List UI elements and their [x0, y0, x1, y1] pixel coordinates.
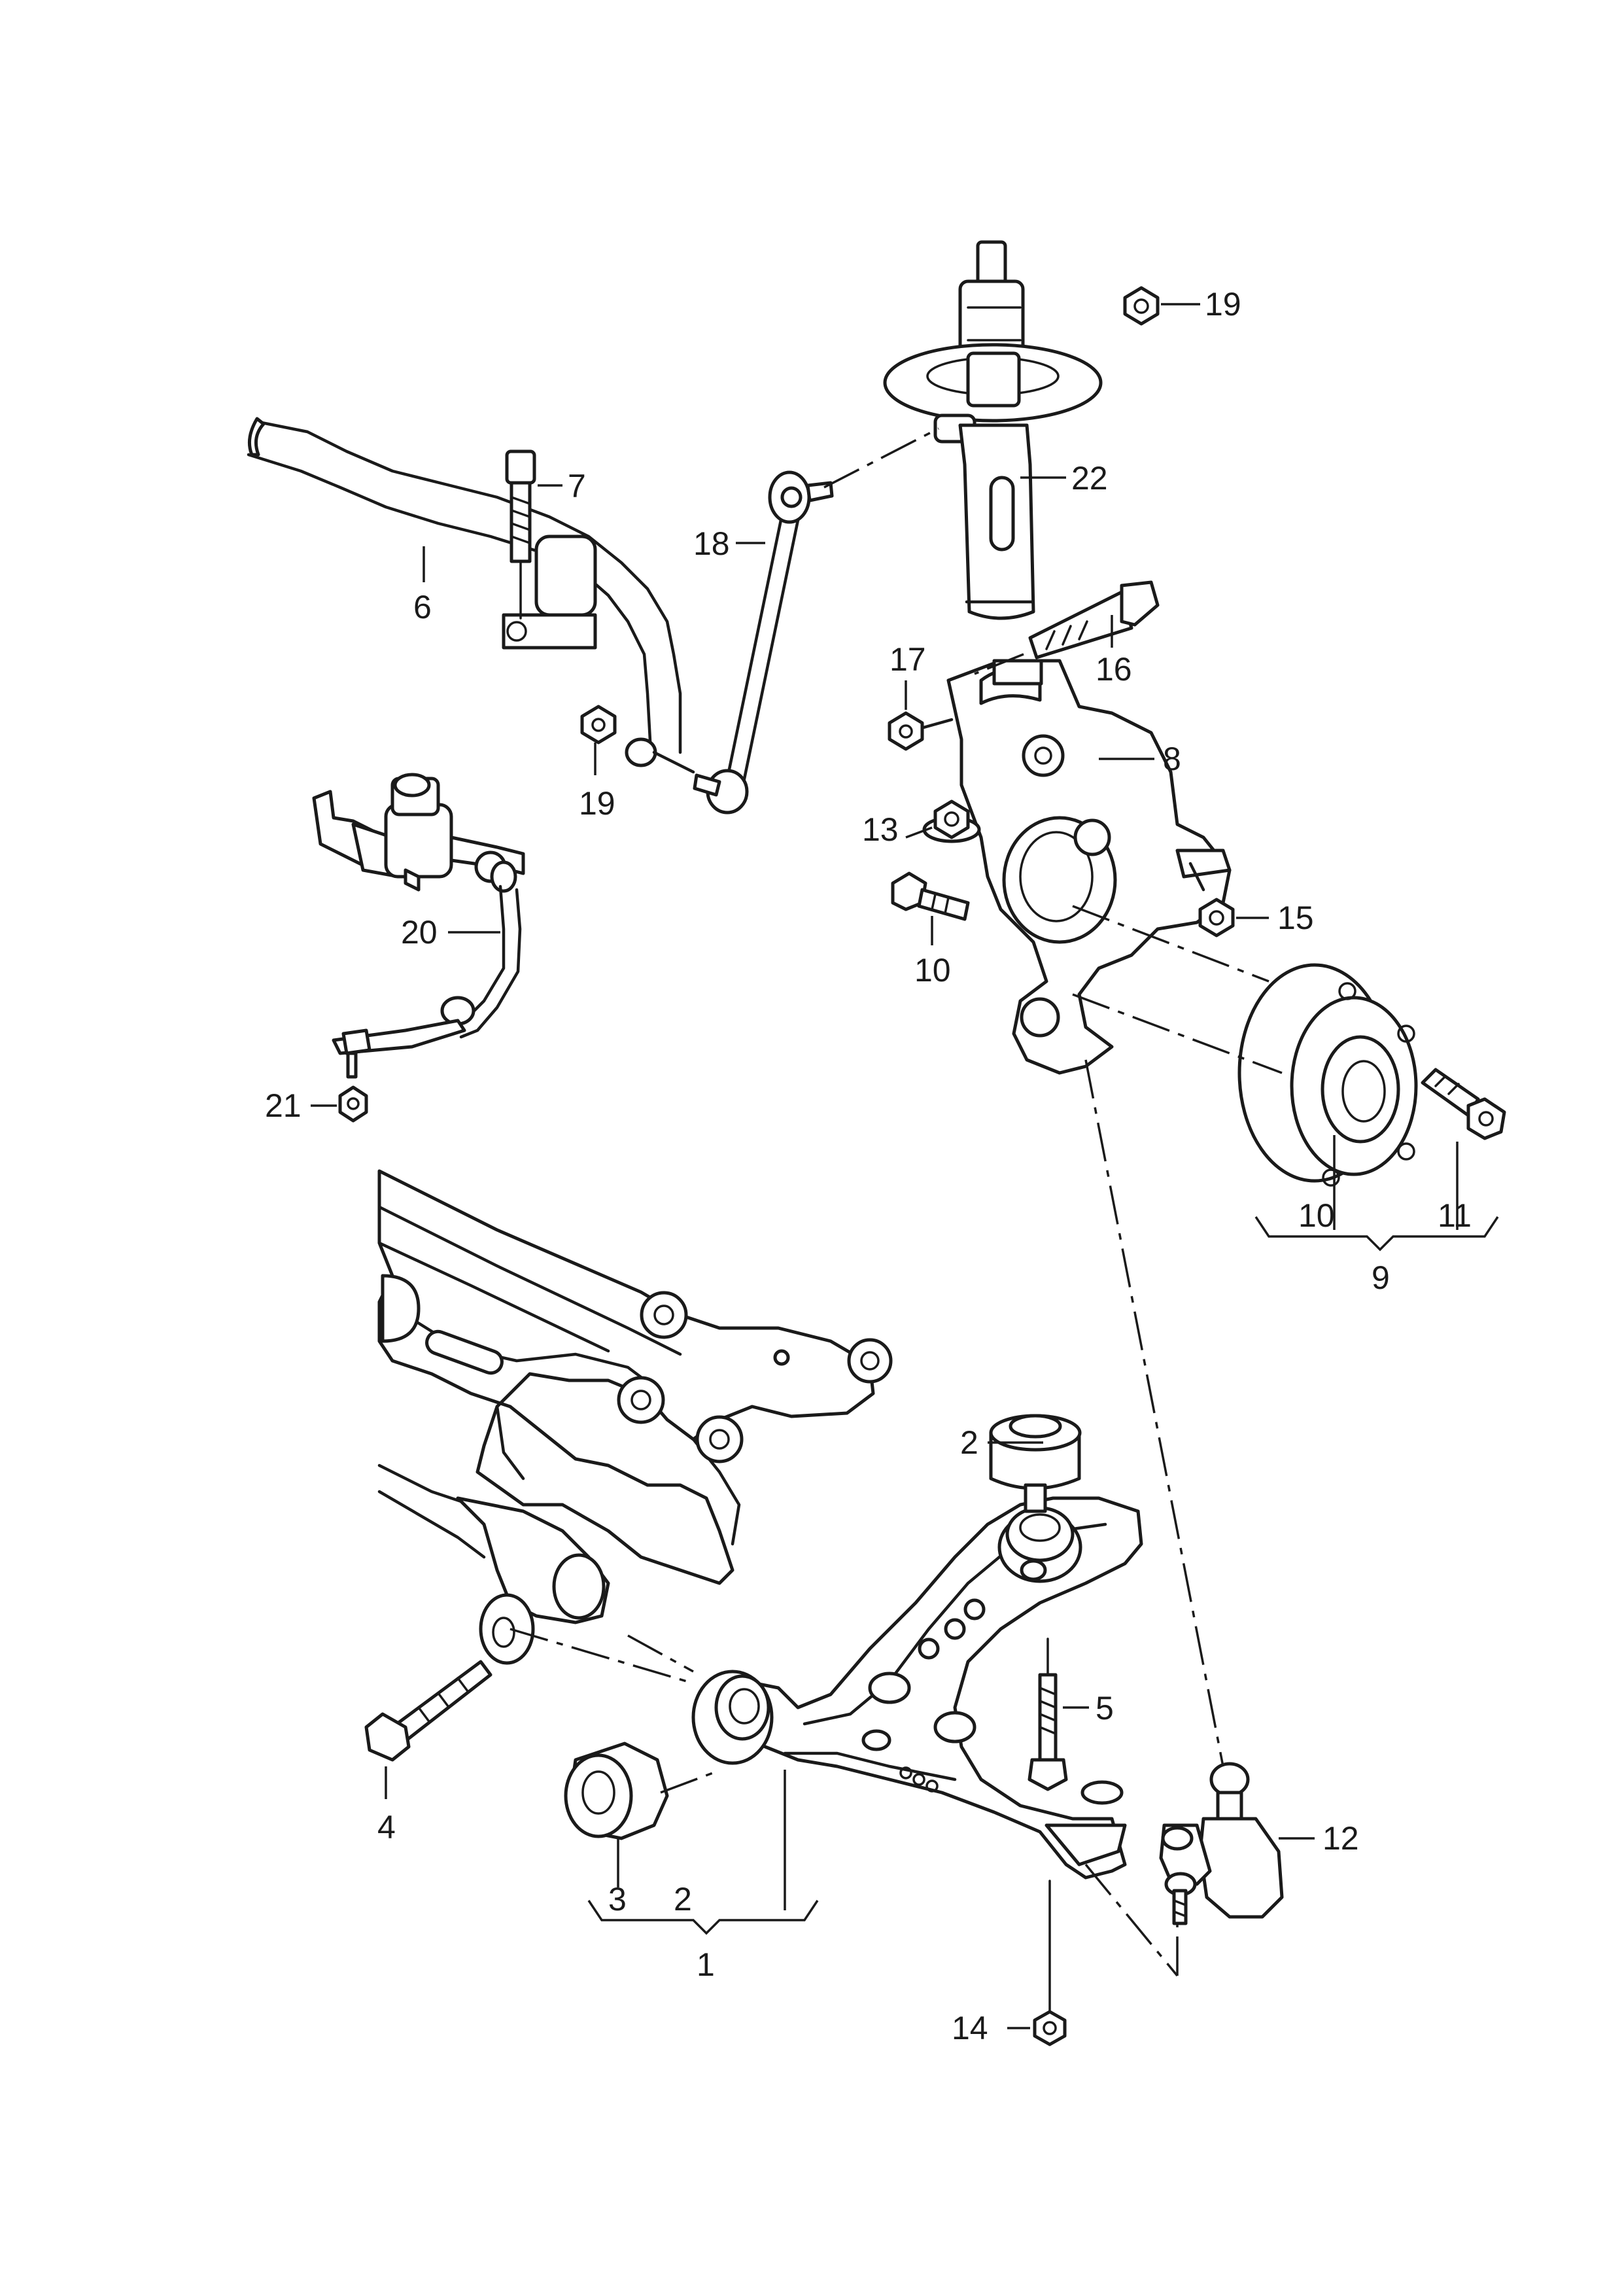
part-labels: 19 7 22 18 6 17 16 8 19 13 15 20 10 21 1…: [265, 286, 1472, 2046]
nut-21-drawing: [338, 1085, 368, 1123]
label-2-top: 2: [960, 1424, 978, 1461]
label-9: 9: [1372, 1259, 1390, 1296]
wishbone-1-drawing: [691, 1496, 1143, 1880]
bolt-10-left-drawing: [891, 871, 970, 921]
label-17: 17: [890, 641, 926, 678]
level-sensor-20-drawing: [312, 773, 525, 1079]
bolt-16-drawing: [1028, 580, 1160, 659]
wheel-hub-10-drawing: [1237, 963, 1418, 1187]
label-16: 16: [1096, 651, 1132, 688]
label-5: 5: [1096, 1690, 1114, 1726]
nut-19-lower-drawing: [580, 705, 695, 774]
label-10-hub: 10: [1298, 1197, 1335, 1234]
label-7: 7: [568, 468, 586, 504]
label-19-lower: 19: [579, 785, 615, 822]
brace-1: [587, 1900, 819, 1935]
label-12: 12: [1322, 1820, 1359, 1857]
nut-13-drawing: [922, 799, 981, 843]
bushing-3-drawing: [564, 1742, 669, 1840]
bolt-11-drawing: [1421, 1068, 1506, 1140]
ball-joint-12-drawing: [1159, 1762, 1284, 1925]
label-3: 3: [608, 1881, 627, 1918]
bolt-5-drawing: [1028, 1638, 1068, 1791]
bushing-2-top-drawing: [989, 1414, 1082, 1513]
wheel-bearing-housing-8-drawing: [946, 659, 1232, 1075]
leader-lines: [311, 303, 1459, 2029]
label-4: 4: [377, 1809, 396, 1846]
nut-19-upper-drawing: [1123, 286, 1160, 326]
label-14: 14: [952, 2010, 988, 2046]
strut-22-drawing: [883, 240, 1103, 620]
label-15: 15: [1277, 900, 1314, 936]
bolt-7-drawing: [505, 449, 536, 620]
label-13: 13: [862, 811, 899, 848]
label-22: 22: [1071, 460, 1108, 497]
label-8: 8: [1163, 741, 1181, 777]
braces: [587, 1216, 1499, 1935]
bolt-4-drawing: [364, 1660, 492, 1762]
nut-15-drawing: [1198, 898, 1235, 937]
label-18: 18: [693, 525, 730, 562]
nut-14-drawing: [1033, 1880, 1067, 2046]
label-11: 11: [1438, 1197, 1472, 1234]
label-10-left: 10: [914, 952, 951, 989]
label-20: 20: [401, 914, 438, 951]
coupling-rod-18-drawing: [693, 470, 834, 815]
label-2-bottom: 2: [674, 1881, 692, 1918]
label-6: 6: [413, 589, 432, 625]
label-19-upper: 19: [1205, 286, 1241, 323]
subframe-drawing: [377, 1169, 893, 1665]
label-21: 21: [265, 1087, 302, 1124]
nut-17-drawing: [888, 711, 954, 751]
label-1: 1: [697, 1946, 715, 1983]
assembly-lines: [510, 427, 1283, 1977]
stabilizer-bar-drawing: [247, 417, 682, 754]
brace-9: [1254, 1216, 1499, 1252]
